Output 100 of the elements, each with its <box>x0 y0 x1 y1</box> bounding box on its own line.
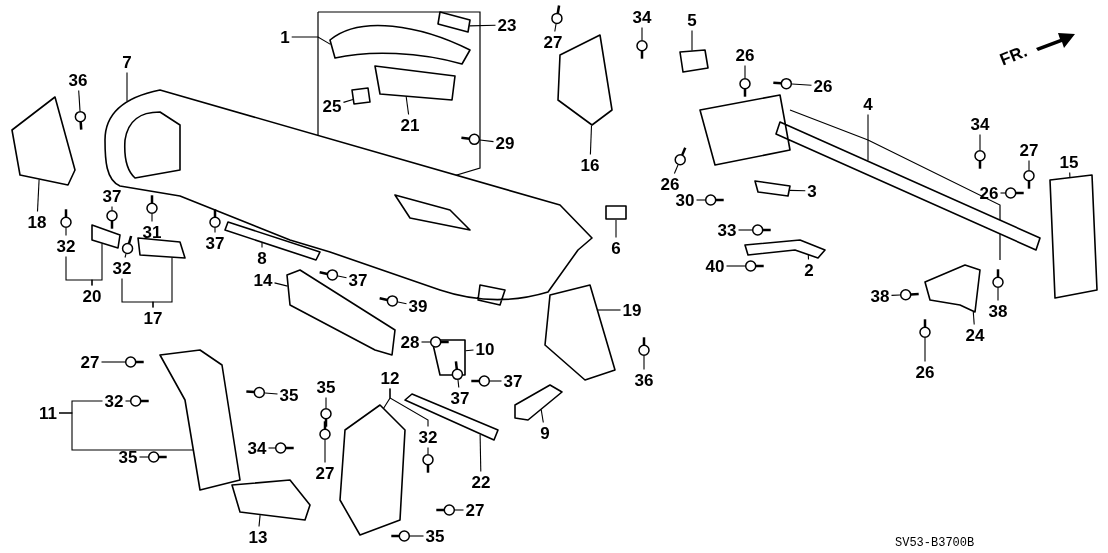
bolt-icon <box>379 295 399 307</box>
callout-number: 40 <box>705 257 725 275</box>
callout-number: 34 <box>970 115 990 133</box>
callout-number: 17 <box>143 309 163 327</box>
callout-number: 12 <box>380 369 400 387</box>
bolt-icon <box>319 421 331 441</box>
callout-number: 3 <box>807 182 817 200</box>
bolt-icon <box>461 133 481 146</box>
callout-number: 39 <box>408 297 428 315</box>
bolt-icon <box>551 5 563 25</box>
fr-direction-label: FR. <box>997 41 1031 71</box>
bolt-icon <box>274 442 294 454</box>
leader-line <box>979 133 981 151</box>
callout-number: 26 <box>979 184 999 202</box>
callout-number: 21 <box>400 116 420 134</box>
leader-line <box>691 29 693 52</box>
callout-number: 9 <box>540 424 550 442</box>
leader-line <box>489 380 503 382</box>
leader-line <box>540 409 544 424</box>
leader-line <box>643 355 645 371</box>
mounting-bracket <box>231 479 311 521</box>
callout-number: 2 <box>804 261 814 279</box>
leader-line <box>58 400 104 414</box>
bolt-icon <box>674 147 687 166</box>
leader-line <box>261 242 263 249</box>
bolt-icon <box>638 337 650 357</box>
side-trim-panel <box>11 96 76 186</box>
leader-line <box>1028 159 1030 171</box>
leader-line <box>673 164 679 175</box>
callout-number: 37 <box>348 271 368 289</box>
bolt-icon <box>246 386 266 399</box>
callout-number: 19 <box>622 301 642 319</box>
label-sticker <box>437 11 471 33</box>
callout-number: 14 <box>253 271 273 289</box>
leader-line <box>214 227 216 234</box>
leader-line <box>615 219 617 239</box>
callout-number: 13 <box>248 528 268 546</box>
leader-line <box>807 254 810 261</box>
leader-line <box>695 199 706 201</box>
support-bracket <box>159 349 241 491</box>
leader-line <box>405 96 410 116</box>
small-bracket <box>91 224 121 249</box>
side-bracket <box>1049 174 1098 299</box>
leader-line <box>890 294 901 296</box>
callout-number: 38 <box>988 302 1008 320</box>
small-bracket <box>679 49 709 73</box>
bolt-icon <box>636 39 648 59</box>
bolt-icon <box>124 356 144 368</box>
bolt-icon <box>436 504 456 516</box>
leader-line <box>791 83 813 86</box>
bolt-icon <box>146 195 158 215</box>
callout-number: 35 <box>316 378 336 396</box>
callout-number: 31 <box>142 223 162 241</box>
leader-line <box>100 361 126 363</box>
callout-number: 26 <box>813 77 833 95</box>
bolt-icon <box>74 110 87 130</box>
mounting-bracket <box>286 269 396 356</box>
callout-number: 32 <box>104 392 124 410</box>
callout-number: 35 <box>279 386 299 404</box>
leader-line <box>420 341 431 343</box>
bolt-icon <box>391 530 411 542</box>
leader-line <box>479 139 495 143</box>
bolt-icon <box>919 319 931 339</box>
callout-number: 33 <box>717 221 737 239</box>
leader-line <box>121 277 154 309</box>
leader-line <box>126 71 128 102</box>
stay-bracket <box>744 239 826 259</box>
leader-line <box>111 205 113 211</box>
leader-line <box>337 275 348 279</box>
callout-number: 24 <box>965 326 985 344</box>
leader-line <box>457 379 460 389</box>
callout-number: 36 <box>68 71 88 89</box>
callout-number: 26 <box>660 175 680 193</box>
bolt-icon <box>974 149 986 169</box>
bolt-icon <box>129 395 149 407</box>
leader-line <box>479 433 482 473</box>
bolt-icon <box>471 375 491 387</box>
bolt-icon <box>121 235 134 255</box>
bolt-icon <box>739 77 751 97</box>
support-bracket <box>339 404 406 536</box>
callout-number: 37 <box>205 234 225 252</box>
leader-line <box>465 349 475 352</box>
leader-line <box>589 124 593 156</box>
leader-line <box>468 24 497 27</box>
callout-number: 26 <box>915 363 935 381</box>
bolt-icon <box>320 407 332 427</box>
callout-number: 26 <box>735 46 755 64</box>
callout-number: 27 <box>543 33 563 51</box>
callout-number: 32 <box>418 428 438 446</box>
callout-number: 4 <box>863 95 873 113</box>
callout-number: 32 <box>112 259 132 277</box>
bolt-icon <box>744 260 764 272</box>
leader-line <box>737 229 753 231</box>
leader-line <box>258 514 261 528</box>
leader-line <box>151 213 153 223</box>
leader-line <box>744 64 746 79</box>
callout-number: 32 <box>56 237 76 255</box>
callout-number: 27 <box>315 464 335 482</box>
leader-line <box>409 535 425 537</box>
callout-number: 38 <box>870 287 890 305</box>
